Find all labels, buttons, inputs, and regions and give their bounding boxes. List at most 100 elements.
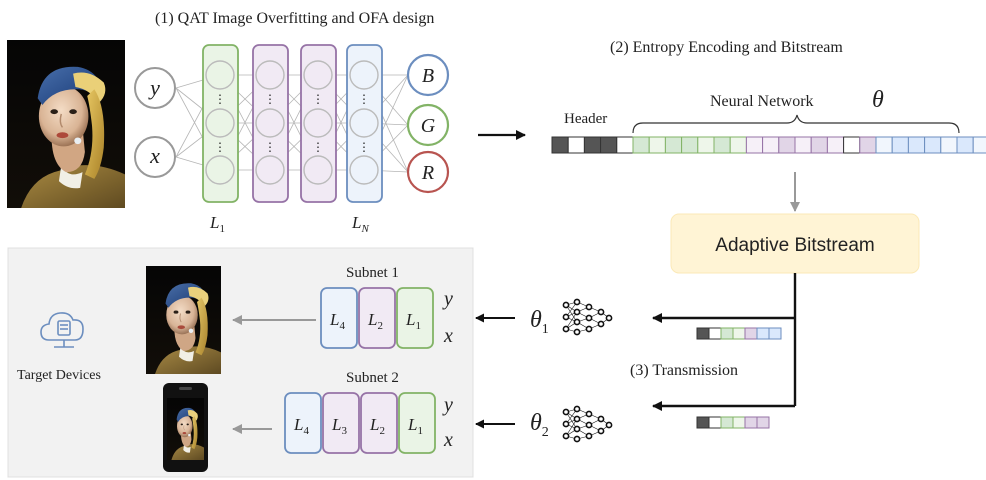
svg-text:⋮: ⋮ xyxy=(264,140,276,154)
svg-text:⋮: ⋮ xyxy=(358,92,370,106)
bitstream-cell xyxy=(810,136,828,154)
bitstream-cell xyxy=(843,136,861,154)
target-devices-label: Target Devices xyxy=(17,368,101,383)
monitor-display xyxy=(145,265,222,375)
bitstream-cell xyxy=(697,136,715,154)
svg-text:L2: L2 xyxy=(369,415,385,437)
svg-text:⋮: ⋮ xyxy=(264,92,276,106)
svg-text:θ1: θ1 xyxy=(530,307,549,337)
bitstream-cell xyxy=(632,136,650,154)
svg-text:B: B xyxy=(422,65,434,87)
input-node-y: y xyxy=(134,67,176,109)
adaptive-bitstream-box: Adaptive Bitstream xyxy=(670,213,920,274)
svg-text:x: x xyxy=(149,143,160,168)
subnet1-layer-l4: L4 xyxy=(320,287,358,349)
main-bitstream xyxy=(551,136,986,154)
svg-text:L2: L2 xyxy=(367,310,383,332)
svg-text:⋮: ⋮ xyxy=(312,140,324,154)
cloud-server-icon xyxy=(40,312,84,348)
neural-network-icon xyxy=(562,405,613,443)
bitstream-cell xyxy=(940,136,958,154)
network-label: Neural Network xyxy=(710,93,814,110)
svg-text:y: y xyxy=(148,75,160,100)
svg-text:L4: L4 xyxy=(329,310,345,332)
layer-label-last: LN xyxy=(351,213,369,235)
output-node-g: G xyxy=(406,103,450,147)
phone-icon xyxy=(163,383,208,472)
svg-text:G: G xyxy=(421,115,436,137)
bitstream-cell xyxy=(616,136,634,154)
bitstream-cell xyxy=(768,327,782,340)
bitstream-cell xyxy=(551,136,569,154)
output-node-b: B xyxy=(406,53,450,97)
subnet2-layers: L4 L3 L2 L1 xyxy=(284,392,436,454)
step2-title: (2) Entropy Encoding and Bitstream xyxy=(610,39,843,56)
bitstream-cell xyxy=(744,416,758,429)
bitstream-cell xyxy=(708,416,722,429)
bitstream-cell xyxy=(924,136,942,154)
step3-title: (3) Transmission xyxy=(630,362,738,379)
svg-text:L1: L1 xyxy=(407,415,423,437)
transmission-lines xyxy=(652,273,797,411)
bitstream-cell xyxy=(745,136,764,154)
subnet1-bitstream xyxy=(696,327,782,340)
network-brace xyxy=(632,114,960,134)
bitstream-cell xyxy=(696,327,710,340)
bitstream-cell xyxy=(756,327,770,340)
layer-column-1: ⋮ ⋮ xyxy=(202,44,239,203)
output-node-r: R xyxy=(406,150,450,194)
bitstream-cell xyxy=(708,327,722,340)
svg-text:⋮: ⋮ xyxy=(312,92,324,106)
layer-column-3: ⋮ ⋮ xyxy=(300,44,337,203)
subnet2-layer-l1: L1 xyxy=(398,392,436,454)
adaptive-bitstream-label: Adaptive Bitstream xyxy=(715,235,874,256)
bitstream-cell xyxy=(664,136,683,154)
bitstream-cell xyxy=(681,136,699,154)
step1-title: (1) QAT Image Overfitting and OFA design xyxy=(155,10,434,27)
theta-label: θ xyxy=(872,87,884,113)
bitstream-cell xyxy=(762,136,780,154)
svg-text:⋮: ⋮ xyxy=(214,140,226,154)
bitstream-cell xyxy=(956,136,974,154)
svg-text:L3: L3 xyxy=(331,415,347,437)
bitstream-cell xyxy=(778,136,796,154)
subnet2-input-y: y xyxy=(442,394,453,416)
subnet2-input-x: x xyxy=(443,429,453,451)
subnet1-input-x: x xyxy=(443,325,453,347)
subnet1-layer-l1: L1 xyxy=(396,287,434,349)
bitstream-cell xyxy=(583,136,602,154)
subnet2-layer-l3: L3 xyxy=(322,392,360,454)
bitstream-cell xyxy=(972,136,986,154)
subnet1-layers: L4 L2 L1 xyxy=(320,287,434,349)
bitstream-cell xyxy=(720,327,734,340)
subnet2-label: Subnet 2 xyxy=(346,370,399,386)
bitstream-cell xyxy=(756,416,770,429)
bitstream-cell xyxy=(713,136,731,154)
theta1-group: θ1 xyxy=(530,298,613,337)
input-node-x: x xyxy=(134,136,176,178)
bitstream-cell xyxy=(859,136,877,154)
bitstream-cell xyxy=(648,136,666,154)
svg-text:⋮: ⋮ xyxy=(358,140,370,154)
svg-text:L1: L1 xyxy=(405,310,421,332)
bitstream-cell xyxy=(729,136,747,154)
bitstream-cell xyxy=(696,416,710,429)
layer-column-n: ⋮ ⋮ xyxy=(346,44,383,203)
subnet2-layer-l2: L2 xyxy=(360,392,398,454)
svg-text:⋮: ⋮ xyxy=(214,92,226,106)
neural-network-icon xyxy=(562,298,613,336)
bitstream-cell xyxy=(732,416,746,429)
subnet1-label: Subnet 1 xyxy=(346,265,399,281)
input-portrait xyxy=(6,39,126,209)
bitstream-cell xyxy=(744,327,758,340)
subnet2-layer-l4: L4 xyxy=(284,392,322,454)
header-label: Header xyxy=(564,111,607,127)
layer-label-first: L1 xyxy=(209,213,225,235)
layer-column-2: ⋮ ⋮ xyxy=(252,44,289,203)
svg-text:R: R xyxy=(421,162,434,184)
svg-text:L4: L4 xyxy=(293,415,309,437)
bitstream-cell xyxy=(826,136,845,154)
bitstream-cell xyxy=(600,136,618,154)
subnet2-bitstream xyxy=(696,416,770,429)
